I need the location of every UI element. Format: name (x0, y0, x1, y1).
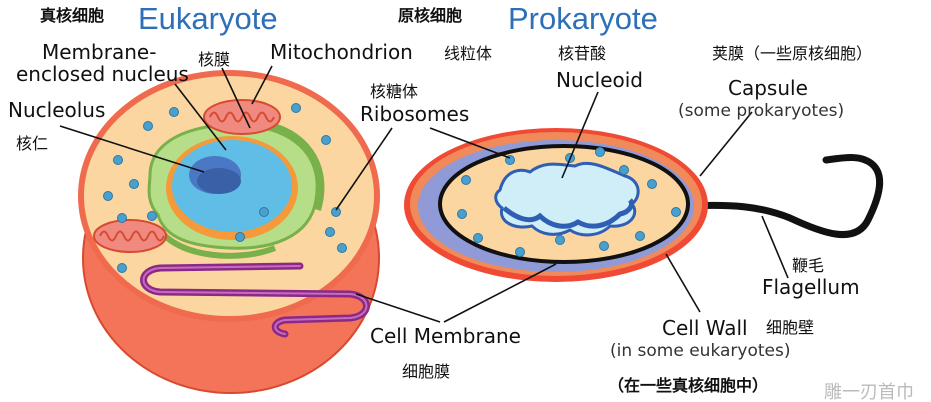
ribosome-dot (147, 211, 157, 221)
leader-mitochondrion (251, 65, 273, 105)
ribosome-dot (331, 207, 341, 217)
label-mitochondrion-zh: 线粒体 (444, 44, 493, 63)
ribosome-dot (259, 207, 269, 217)
ribosome-dot (671, 207, 681, 217)
label-ribosomes: Ribosomes (360, 102, 470, 126)
ribosome-dot (235, 232, 245, 242)
eukaryote-cell (78, 70, 380, 394)
ribosome-dot (647, 179, 657, 189)
ribosome-dot (473, 233, 483, 243)
ribosome-dot (595, 147, 605, 157)
ribosome-dot (143, 121, 153, 131)
leader-nucleoid (561, 91, 599, 179)
prokaryote-cell (404, 128, 884, 282)
label-membrane-nucleus-line2: enclosed nucleus (16, 62, 189, 86)
label-nucleoid-zh: 核苷酸 (558, 44, 607, 63)
label-cell-wall-zh: 细胞壁 (766, 318, 815, 337)
ribosome-dot (325, 227, 335, 237)
eukaryote-er-fold-2 (157, 228, 277, 259)
eukaryote-title: Eukaryote (138, 1, 278, 36)
leader-capsule (699, 111, 753, 177)
ribosome-dot (635, 231, 645, 241)
label-nuclear-membrane-zh: 核膜 (198, 50, 231, 69)
ribosome-dot (321, 135, 331, 145)
label-ribosomes-zh: 核糖体 (370, 82, 419, 101)
ribosome-dot (117, 263, 127, 273)
label-nucleolus: Nucleolus (8, 98, 106, 122)
eukaryote-nucleolus-shadow (197, 168, 241, 194)
label-cell-membrane-zh: 细胞膜 (402, 362, 451, 381)
leader-cell-membrane-prok (443, 263, 557, 323)
leader-ribosomes-euk (335, 127, 393, 211)
label-cell-membrane: Cell Membrane (370, 324, 521, 348)
ribosome-dot (461, 175, 471, 185)
label-flagellum: Flagellum (762, 275, 860, 299)
ribosome-dot (103, 191, 113, 201)
ribosome-dot (291, 103, 301, 113)
leader-lines (59, 65, 789, 323)
prokaryote-nucleoid (494, 161, 640, 237)
leader-nuclear-membrane (221, 67, 251, 129)
eukaryote-mitochondrion-left (93, 219, 167, 253)
label-mitochondrion: Mitochondrion (270, 40, 413, 64)
label-nucleolus-zh: 核仁 (16, 134, 49, 153)
ribosome-dot (555, 235, 565, 245)
ribosome-dot (113, 155, 123, 165)
leader-membrane-nucleus (174, 83, 227, 151)
prokaryote-nucleoid-fill (502, 198, 635, 229)
eukaryote-title-zh: 真核细胞 (40, 6, 105, 25)
label-capsule-note: (some prokaryotes) (678, 101, 845, 121)
watermark: 雕一刃首巾 (824, 382, 914, 402)
label-membrane-nucleus-line1: Membrane- (42, 40, 157, 64)
eukaryote-mitochondrion-top-cristae (209, 111, 275, 123)
ribosome-dot (457, 209, 467, 219)
label-capsule: Capsule (728, 76, 808, 100)
ribosome-dot (129, 179, 139, 189)
ribosome-dot (599, 241, 609, 251)
eukaryote-ribosomes (103, 103, 347, 273)
prokaryote-flagellum (686, 154, 884, 239)
label-cell-wall-note: (in some eukaryotes) (610, 341, 791, 361)
eukaryote-er-fold-1 (269, 122, 325, 211)
label-flagellum-zh: 鞭毛 (792, 256, 825, 275)
leader-cell-membrane-euk (355, 293, 441, 323)
eukaryote-golgi-highlight (142, 265, 368, 335)
leader-ribosomes-prok (429, 127, 511, 159)
ribosome-dot (337, 243, 347, 253)
ribosome-dot (619, 165, 629, 175)
prokaryote-title-zh: 原核细胞 (398, 6, 463, 25)
label-cell-wall-note-zh: （在一些真核细胞中） (608, 376, 769, 395)
ribosome-dot (515, 247, 525, 257)
label-cell-wall: Cell Wall (662, 316, 748, 340)
prokaryote-title: Prokaryote (508, 1, 658, 36)
eukaryote-mitochondrion-left-cristae (99, 230, 165, 242)
label-capsule-zh: 荚膜（一些原核细胞） (712, 44, 873, 63)
ribosome-dot (169, 107, 179, 117)
leader-flagellum (761, 215, 789, 279)
ribosome-dot (117, 213, 127, 223)
leader-cell-wall (665, 253, 701, 313)
leader-nucleolus (59, 125, 205, 173)
prokaryote-ribosomes (457, 147, 681, 257)
label-nucleoid: Nucleoid (556, 68, 643, 92)
